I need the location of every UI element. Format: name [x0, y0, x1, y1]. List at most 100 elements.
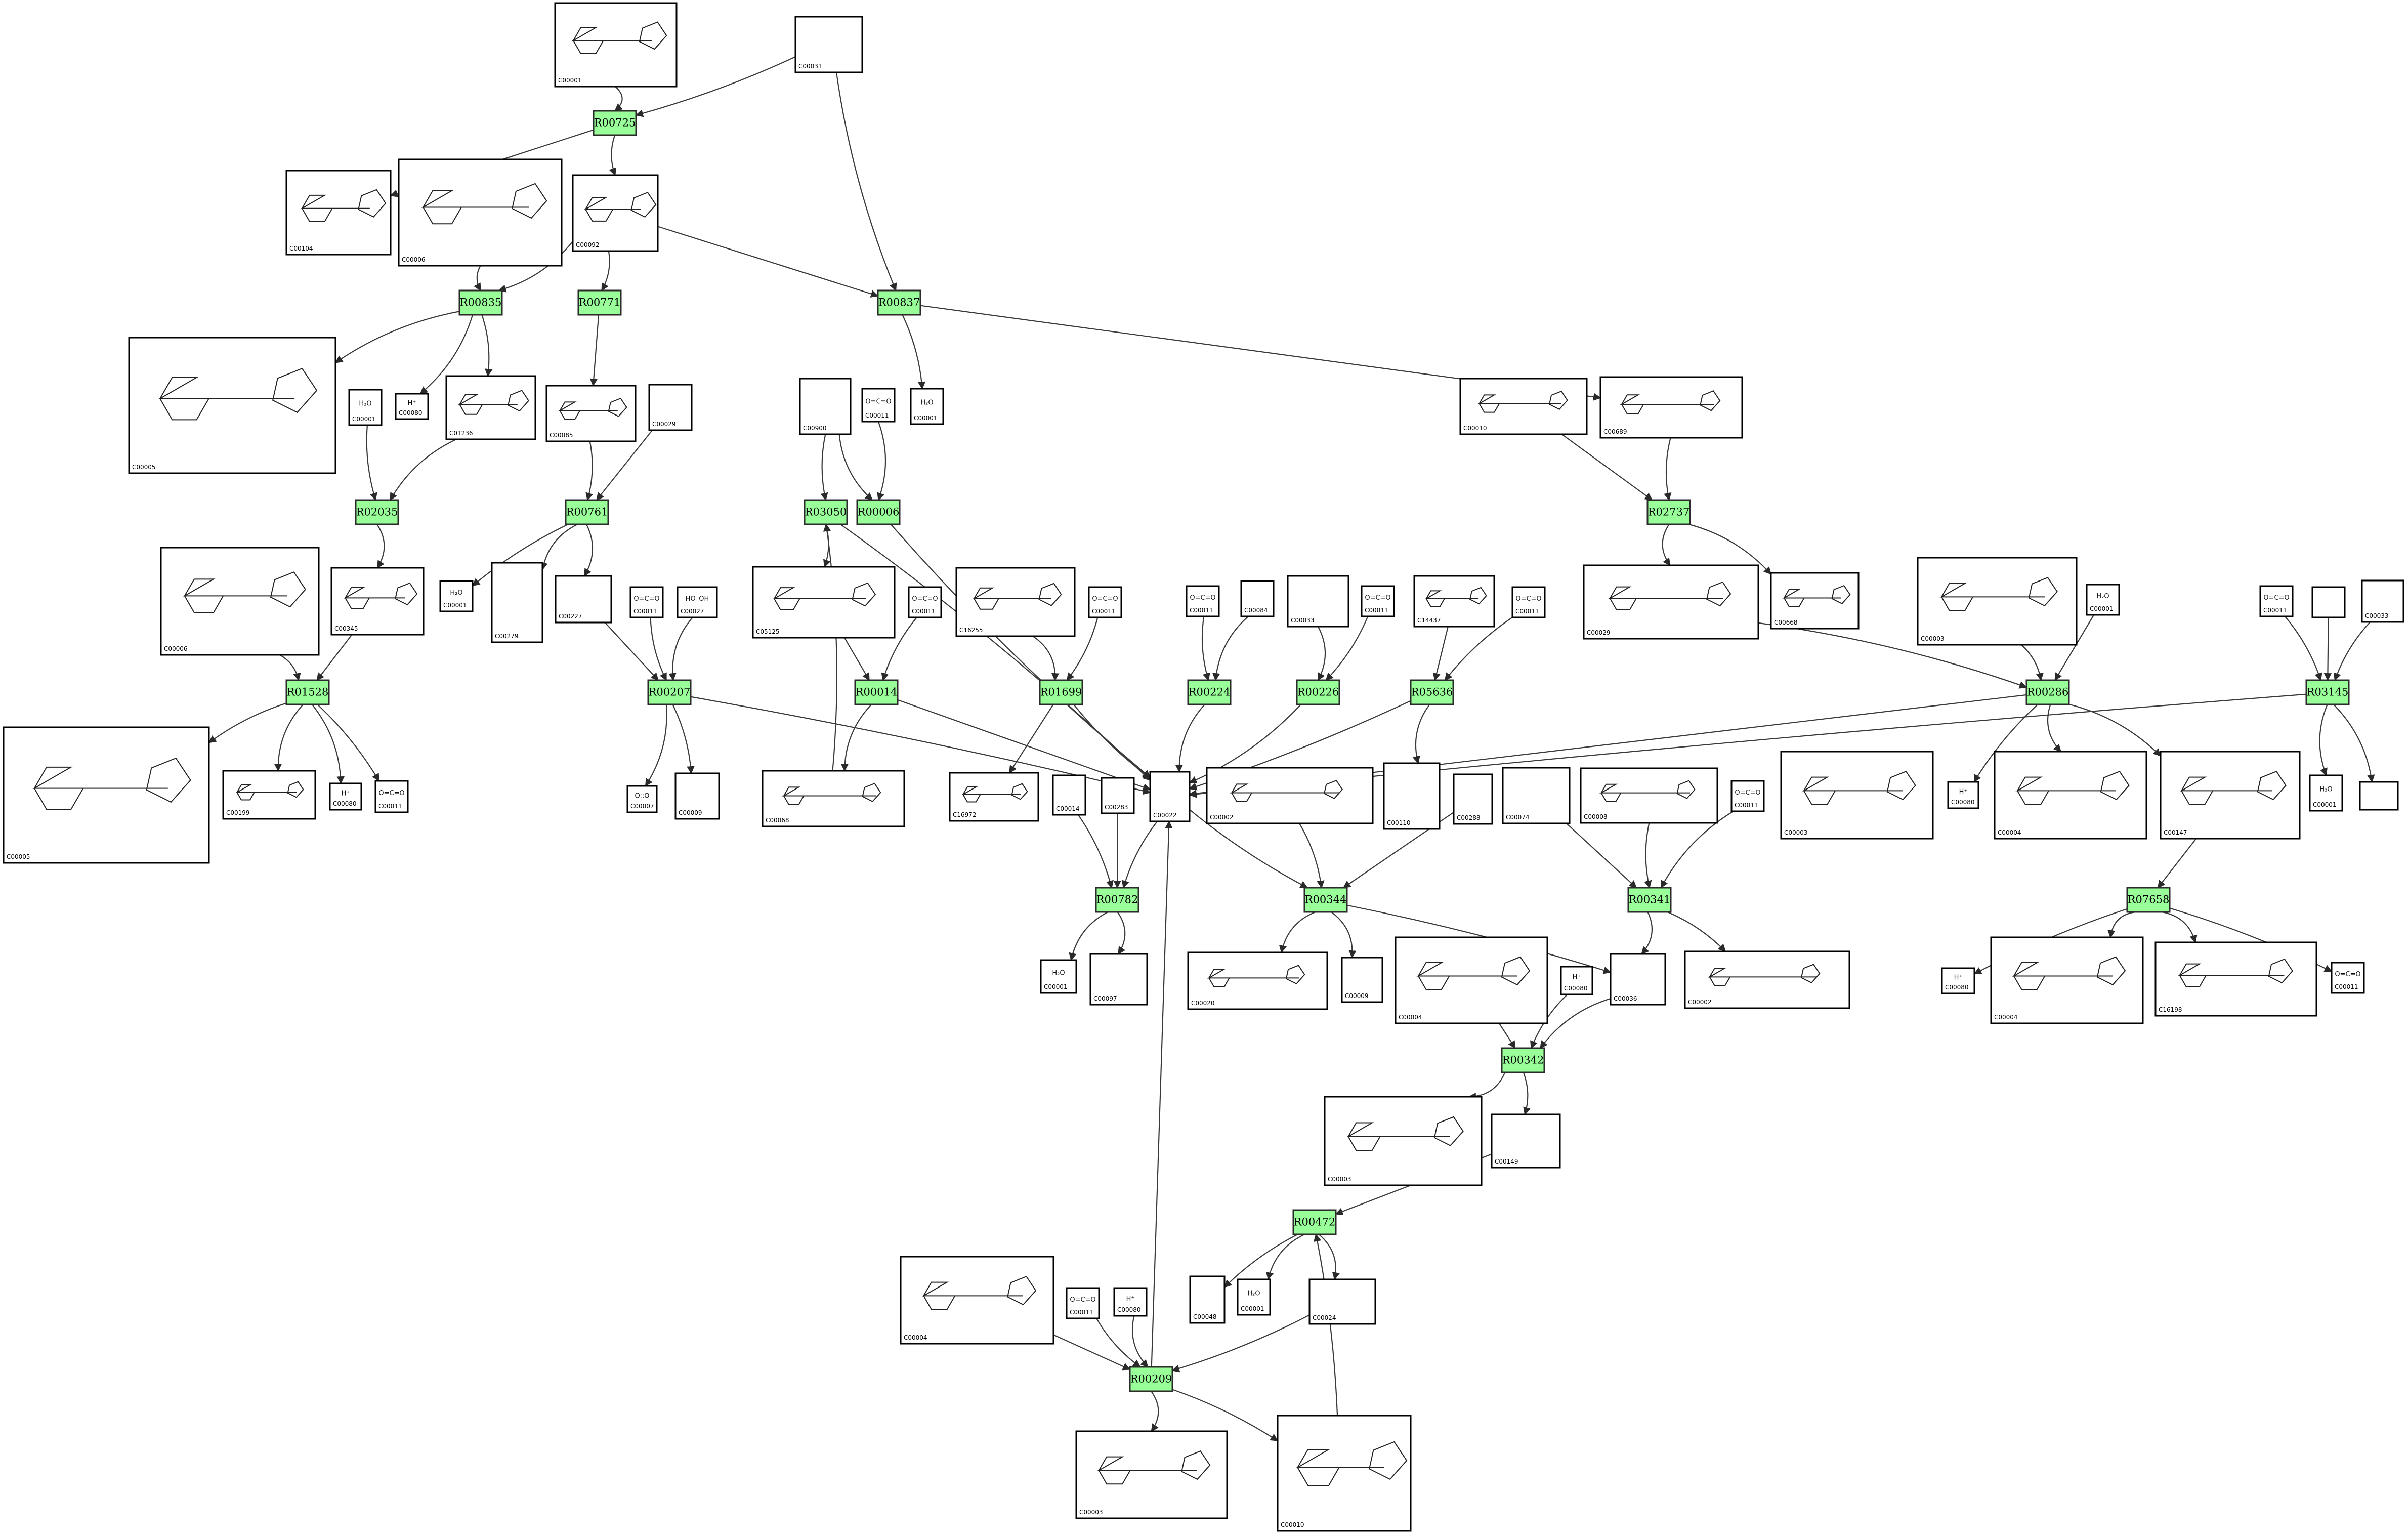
reaction-node[interactable]: R00761 [565, 499, 609, 525]
reaction-node[interactable]: R00771 [577, 289, 622, 316]
compound-node[interactable]: C00668 [1770, 572, 1860, 630]
compound-box[interactable] [1237, 1278, 1271, 1316]
reaction-node[interactable]: R00472 [1292, 1209, 1337, 1235]
compound-node[interactable]: C00074 [1502, 767, 1571, 824]
compound-box[interactable] [374, 780, 409, 813]
compound-node[interactable]: C00147 [2160, 751, 2301, 840]
compound-box[interactable] [1287, 575, 1349, 628]
compound-box[interactable] [1383, 762, 1441, 830]
compound-node[interactable] [2311, 586, 2346, 618]
compound-node[interactable]: C00022 [1149, 771, 1191, 822]
compound-node[interactable]: C00004 [1395, 936, 1548, 1024]
reaction-box[interactable] [458, 289, 503, 316]
compound-box[interactable] [2154, 941, 2317, 1017]
compound-box[interactable] [329, 782, 362, 811]
compound-node[interactable]: C00900 [799, 378, 852, 435]
reaction-node[interactable]: R00782 [1095, 887, 1139, 913]
reaction-box[interactable] [1627, 887, 1672, 913]
reaction-node[interactable]: R00837 [877, 289, 921, 316]
compound-box[interactable] [1583, 564, 1759, 640]
compound-node[interactable]: H⁺C00080 [1947, 781, 1979, 809]
compound-node[interactable]: C16255 [955, 567, 1076, 637]
reaction-box[interactable] [1410, 679, 1454, 705]
compound-box[interactable] [1341, 957, 1383, 1003]
compound-node[interactable]: C00002 [1206, 767, 1374, 824]
reaction-node[interactable]: R00209 [1129, 1366, 1173, 1392]
compound-node[interactable]: C00068 [762, 770, 905, 827]
compound-node[interactable]: C01236 [445, 375, 536, 440]
compound-node[interactable]: C00024 [1308, 1278, 1376, 1325]
compound-box[interactable] [128, 337, 336, 474]
compound-box[interactable] [2331, 962, 2365, 994]
compound-node[interactable]: C00033 [1287, 575, 1349, 628]
compound-node[interactable]: C00003 [1075, 1430, 1228, 1519]
compound-node[interactable]: C00006 [160, 547, 320, 656]
compound-box[interactable] [555, 575, 612, 624]
reaction-node[interactable]: R00207 [647, 679, 692, 705]
compound-node[interactable]: C00097 [1089, 953, 1148, 1006]
reaction-node[interactable]: R00226 [1296, 679, 1340, 705]
reaction-box[interactable] [577, 289, 622, 316]
compound-box[interactable] [1580, 767, 1718, 824]
reaction-box[interactable] [1039, 679, 1083, 705]
compound-box[interactable] [398, 158, 563, 267]
compound-box[interactable] [2359, 781, 2399, 811]
reaction-box[interactable] [877, 289, 921, 316]
compound-box[interactable] [1113, 1287, 1148, 1317]
compound-node[interactable]: C00345 [330, 567, 425, 636]
compound-node[interactable]: C00029 [648, 384, 693, 431]
compound-box[interactable] [1324, 1096, 1483, 1186]
compound-box[interactable] [160, 547, 320, 656]
compound-box[interactable] [1240, 580, 1275, 617]
compound-node[interactable]: C00036 [1610, 953, 1666, 1006]
compound-box[interactable] [799, 378, 852, 435]
compound-box[interactable] [1206, 767, 1374, 824]
compound-box[interactable] [1730, 780, 1765, 812]
compound-box[interactable] [1277, 1415, 1412, 1532]
reaction-node[interactable]: R01528 [285, 679, 330, 705]
reaction-node[interactable]: R03050 [804, 499, 848, 525]
compound-box[interactable] [1189, 1275, 1226, 1324]
compound-box[interactable] [626, 785, 658, 813]
compound-box[interactable] [1453, 773, 1493, 825]
compound-box[interactable] [1088, 586, 1122, 618]
reaction-box[interactable] [285, 679, 330, 705]
compound-box[interactable] [395, 393, 429, 420]
compound-node[interactable]: C00004 [1990, 936, 2144, 1024]
compound-node[interactable]: C00004 [1994, 751, 2147, 840]
compound-box[interactable] [1187, 951, 1328, 1010]
compound-box[interactable] [1149, 771, 1191, 822]
compound-box[interactable] [285, 170, 392, 256]
reaction-box[interactable] [2305, 679, 2350, 705]
compound-node[interactable]: C00110 [1383, 762, 1441, 830]
reaction-box[interactable] [565, 499, 609, 525]
compound-box[interactable] [908, 586, 942, 618]
compound-node[interactable]: C00084 [1240, 580, 1275, 617]
compound-box[interactable] [1941, 967, 1975, 994]
compound-box[interactable] [2311, 586, 2346, 618]
compound-node[interactable]: C00002 [1684, 950, 1850, 1009]
compound-box[interactable] [1917, 557, 2078, 646]
compound-box[interactable] [1066, 1287, 1100, 1319]
compound-box[interactable] [2361, 579, 2404, 623]
compound-box[interactable] [1075, 1430, 1228, 1519]
compound-box[interactable] [1186, 585, 1220, 617]
reaction-box[interactable] [1303, 887, 1348, 913]
compound-box[interactable] [1040, 959, 1077, 994]
compound-box[interactable] [762, 770, 905, 827]
compound-box[interactable] [752, 566, 896, 639]
compound-node[interactable]: C00199 [222, 770, 316, 820]
reaction-node[interactable]: R01699 [1039, 679, 1083, 705]
compound-node[interactable]: C00020 [1187, 951, 1328, 1010]
compound-node[interactable]: C00092 [572, 174, 659, 252]
compound-box[interactable] [2086, 584, 2120, 616]
reaction-box[interactable] [1129, 1366, 1173, 1392]
